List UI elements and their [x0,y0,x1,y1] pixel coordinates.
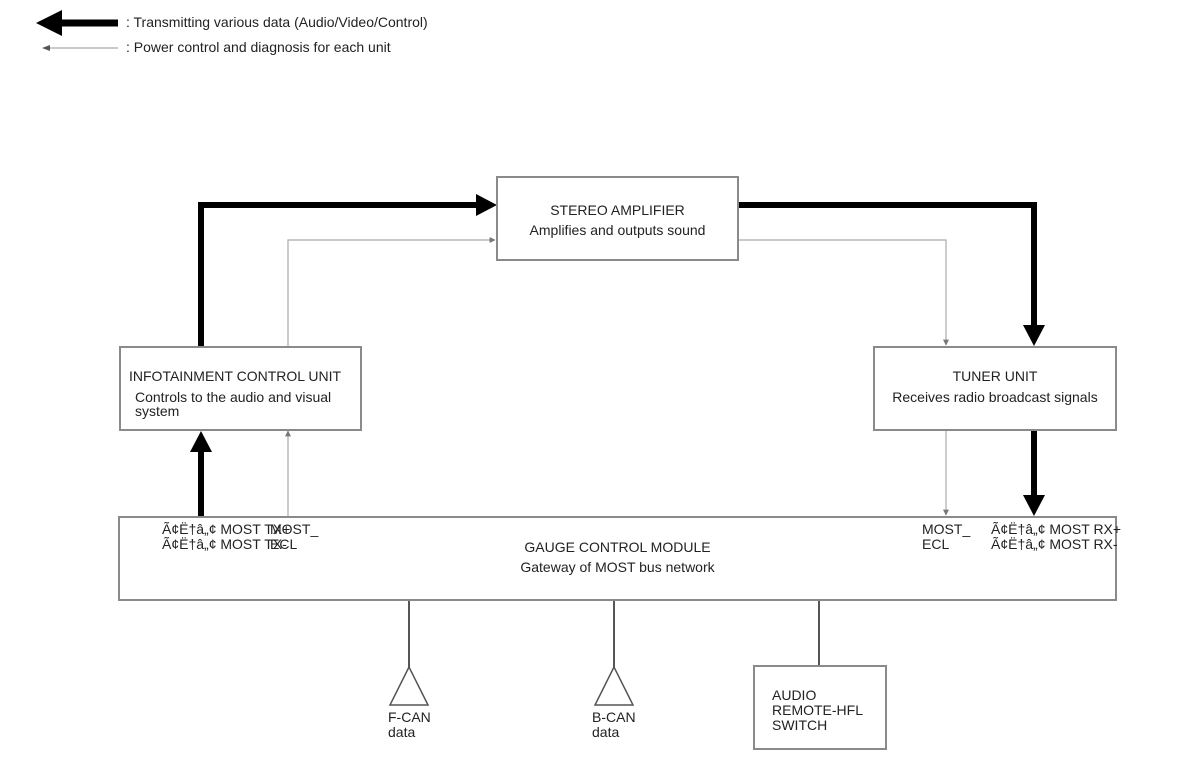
audio-switch-line1: AUDIO [772,687,817,703]
fcan-label-line1: F-CAN [388,709,431,725]
tuner-unit-box: TUNER UNIT Receives radio broadcast sign… [873,346,1117,431]
stereo-amplifier-box: STEREO AMPLIFIER Amplifies and outputs s… [496,176,739,261]
bcan-label-line2: data [592,724,620,740]
thick-line-amplifier-to-tuner [738,202,1045,346]
thin-line-infotainment-to-amplifier [287,237,496,346]
infotainment-title: INFOTAINMENT CONTROL UNIT [129,368,342,384]
legend-thick-arrow [36,10,118,36]
fcan-triangle-icon [388,665,430,706]
pin-most-ecl-left-line2: ECL [270,536,298,552]
pin-most-rx-plus: Ã¢Ë†â„¢ MOST RX+ [991,521,1122,537]
legend-thin-label: : Power control and diagnosis for each u… [126,39,391,55]
stereo-amplifier-title: STEREO AMPLIFIER [550,202,685,218]
stereo-amplifier-desc: Amplifies and outputs sound [529,222,706,238]
audio-switch-line3: SWITCH [772,717,828,733]
thin-line-amplifier-to-tuner [738,239,949,346]
audio-remote-hfl-switch-box: AUDIO REMOTE-HFL SWITCH [753,665,887,750]
infotainment-control-unit-box: INFOTAINMENT CONTROL UNIT Controls to th… [119,346,362,431]
pin-most-ecl-left-line1: MOST_ [270,521,319,537]
pin-most-tx-plus: Ã¢Ë†â„¢ MOST TX+ [162,521,291,537]
legend-thick-label: : Transmitting various data (Audio/Video… [126,14,428,30]
thick-line-tuner-to-gauge [1023,429,1045,516]
pin-most-tx-minus: Ã¢Ë†â„¢ MOST TX- [162,536,287,552]
bcan-triangle-icon [593,665,635,706]
thick-line-gauge-to-infotainment [190,431,212,516]
gauge-title: GAUGE CONTROL MODULE [524,539,711,555]
infotainment-desc-line1: Controls to the audio and visual [135,389,332,405]
pin-most-rx-minus: Ã¢Ë†â„¢ MOST RX- [991,536,1118,552]
tuner-title: TUNER UNIT [952,368,1038,384]
legend-thin-arrow [42,45,118,51]
thick-line-infotainment-to-amplifier [198,194,497,346]
gauge-desc: Gateway of MOST bus network [520,559,715,575]
pin-most-ecl-right-line1: MOST_ [922,521,971,537]
gauge-control-module-box: GAUGE CONTROL MODULE Gateway of MOST bus… [118,516,1117,601]
pin-most-ecl-right-line2: ECL [922,536,950,552]
fcan-label-line2: data [388,724,416,740]
audio-switch-line2: REMOTE-HFL [772,702,863,718]
infotainment-desc-line2: system [135,403,180,419]
bcan-label-line1: B-CAN [592,709,636,725]
tuner-desc: Receives radio broadcast signals [892,389,1098,405]
